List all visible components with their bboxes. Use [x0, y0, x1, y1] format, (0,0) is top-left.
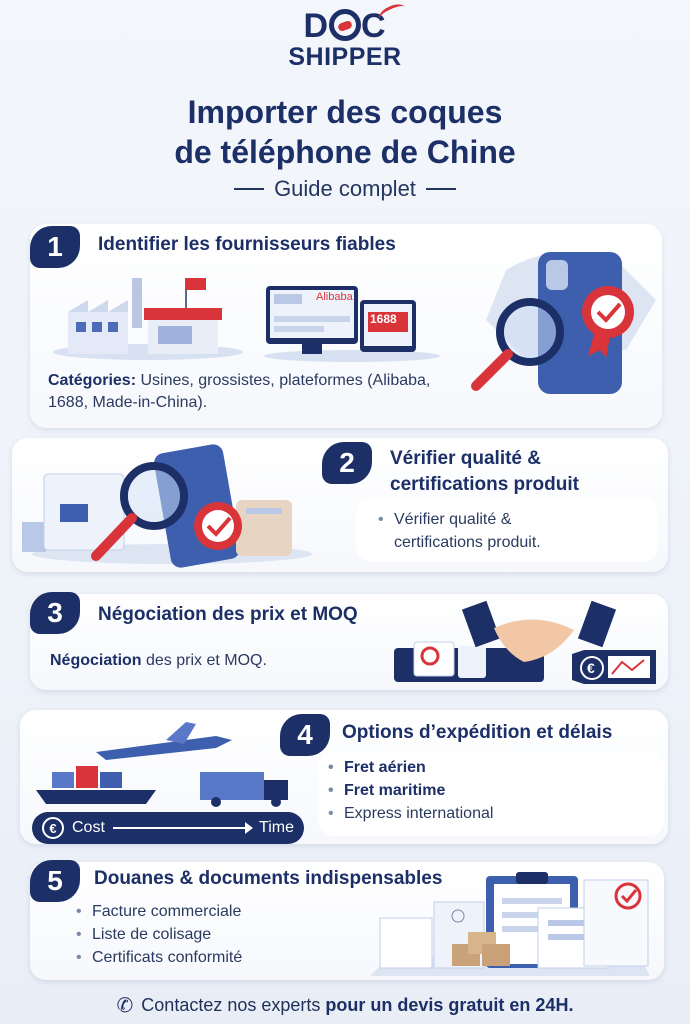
- list-item: Fret aérien: [328, 756, 493, 779]
- step-4-bullets: Fret aérien Fret maritime Express intern…: [328, 756, 493, 825]
- euro-icon: €: [42, 817, 64, 839]
- phone-magnifier-illustration: [471, 252, 656, 394]
- cost-label: Cost: [72, 819, 105, 836]
- step-4-badge: 4: [280, 714, 330, 756]
- logo-bottom-text: SHIPPER: [288, 43, 402, 71]
- documents-illustration: [370, 872, 650, 976]
- step-3-title: Négociation des prix et MOQ: [98, 604, 358, 625]
- list-item: Vérifier qualité &certifications produit…: [378, 508, 541, 554]
- computer-screens-illustration: [264, 286, 440, 362]
- list-item: Fret maritime: [328, 779, 493, 802]
- handshake-illustration: €: [394, 600, 656, 684]
- step-5-bullets: Facture commerciale Liste de colisage Ce…: [76, 900, 242, 969]
- step-2-badge: 2: [322, 442, 372, 484]
- page-subtitle: Guide complet: [0, 176, 690, 202]
- step-2-title-line1: Vérifier qualité &: [390, 448, 541, 469]
- step-2-title-line2: certifications produit: [390, 474, 579, 495]
- inspection-illustration: [22, 444, 312, 568]
- list-item: Facture commerciale: [76, 900, 242, 923]
- step-5-badge: 5: [30, 860, 80, 902]
- phone-icon: ✆: [116, 994, 134, 1017]
- step-2-bullets: Vérifier qualité &certifications produit…: [378, 508, 541, 554]
- step-3-description: Négociation des prix et MOQ.: [50, 652, 267, 669]
- svg-text:€: €: [587, 660, 595, 676]
- arrow-icon: [112, 822, 254, 834]
- page-title-line1: Importer des coques: [187, 94, 503, 130]
- step-1-title: Identifier les fournisseurs fiables: [98, 234, 396, 255]
- step-3-badge: 3: [30, 592, 80, 634]
- step-5-title: Douanes & documents indispensables: [94, 868, 443, 889]
- page-title-line2: de téléphone de Chine: [174, 134, 516, 170]
- step-4-title: Options d’expédition et délais: [342, 722, 613, 743]
- step-1-badge: 1: [30, 226, 80, 268]
- step-1-description: Catégories: Usines, grossistes, platefor…: [48, 372, 431, 411]
- list-item: Certificats conformité: [76, 946, 242, 969]
- transport-illustration: [36, 722, 288, 807]
- contact-text: Contactez nos experts: [141, 994, 326, 1015]
- list-item: Liste de colisage: [76, 923, 242, 946]
- factory-illustration: [53, 278, 243, 360]
- 1688-screen-label: 1688: [370, 312, 397, 326]
- time-label: Time: [259, 819, 294, 836]
- list-item: Express international: [328, 802, 493, 825]
- cost-time-bar: € Cost Time: [32, 812, 304, 844]
- alibaba-screen-label: Alibaba: [316, 291, 353, 303]
- contact-banner[interactable]: ✆ Contactez nos experts pour un devis gr…: [0, 986, 690, 1024]
- contact-cta: pour un devis gratuit en 24H.: [325, 994, 574, 1015]
